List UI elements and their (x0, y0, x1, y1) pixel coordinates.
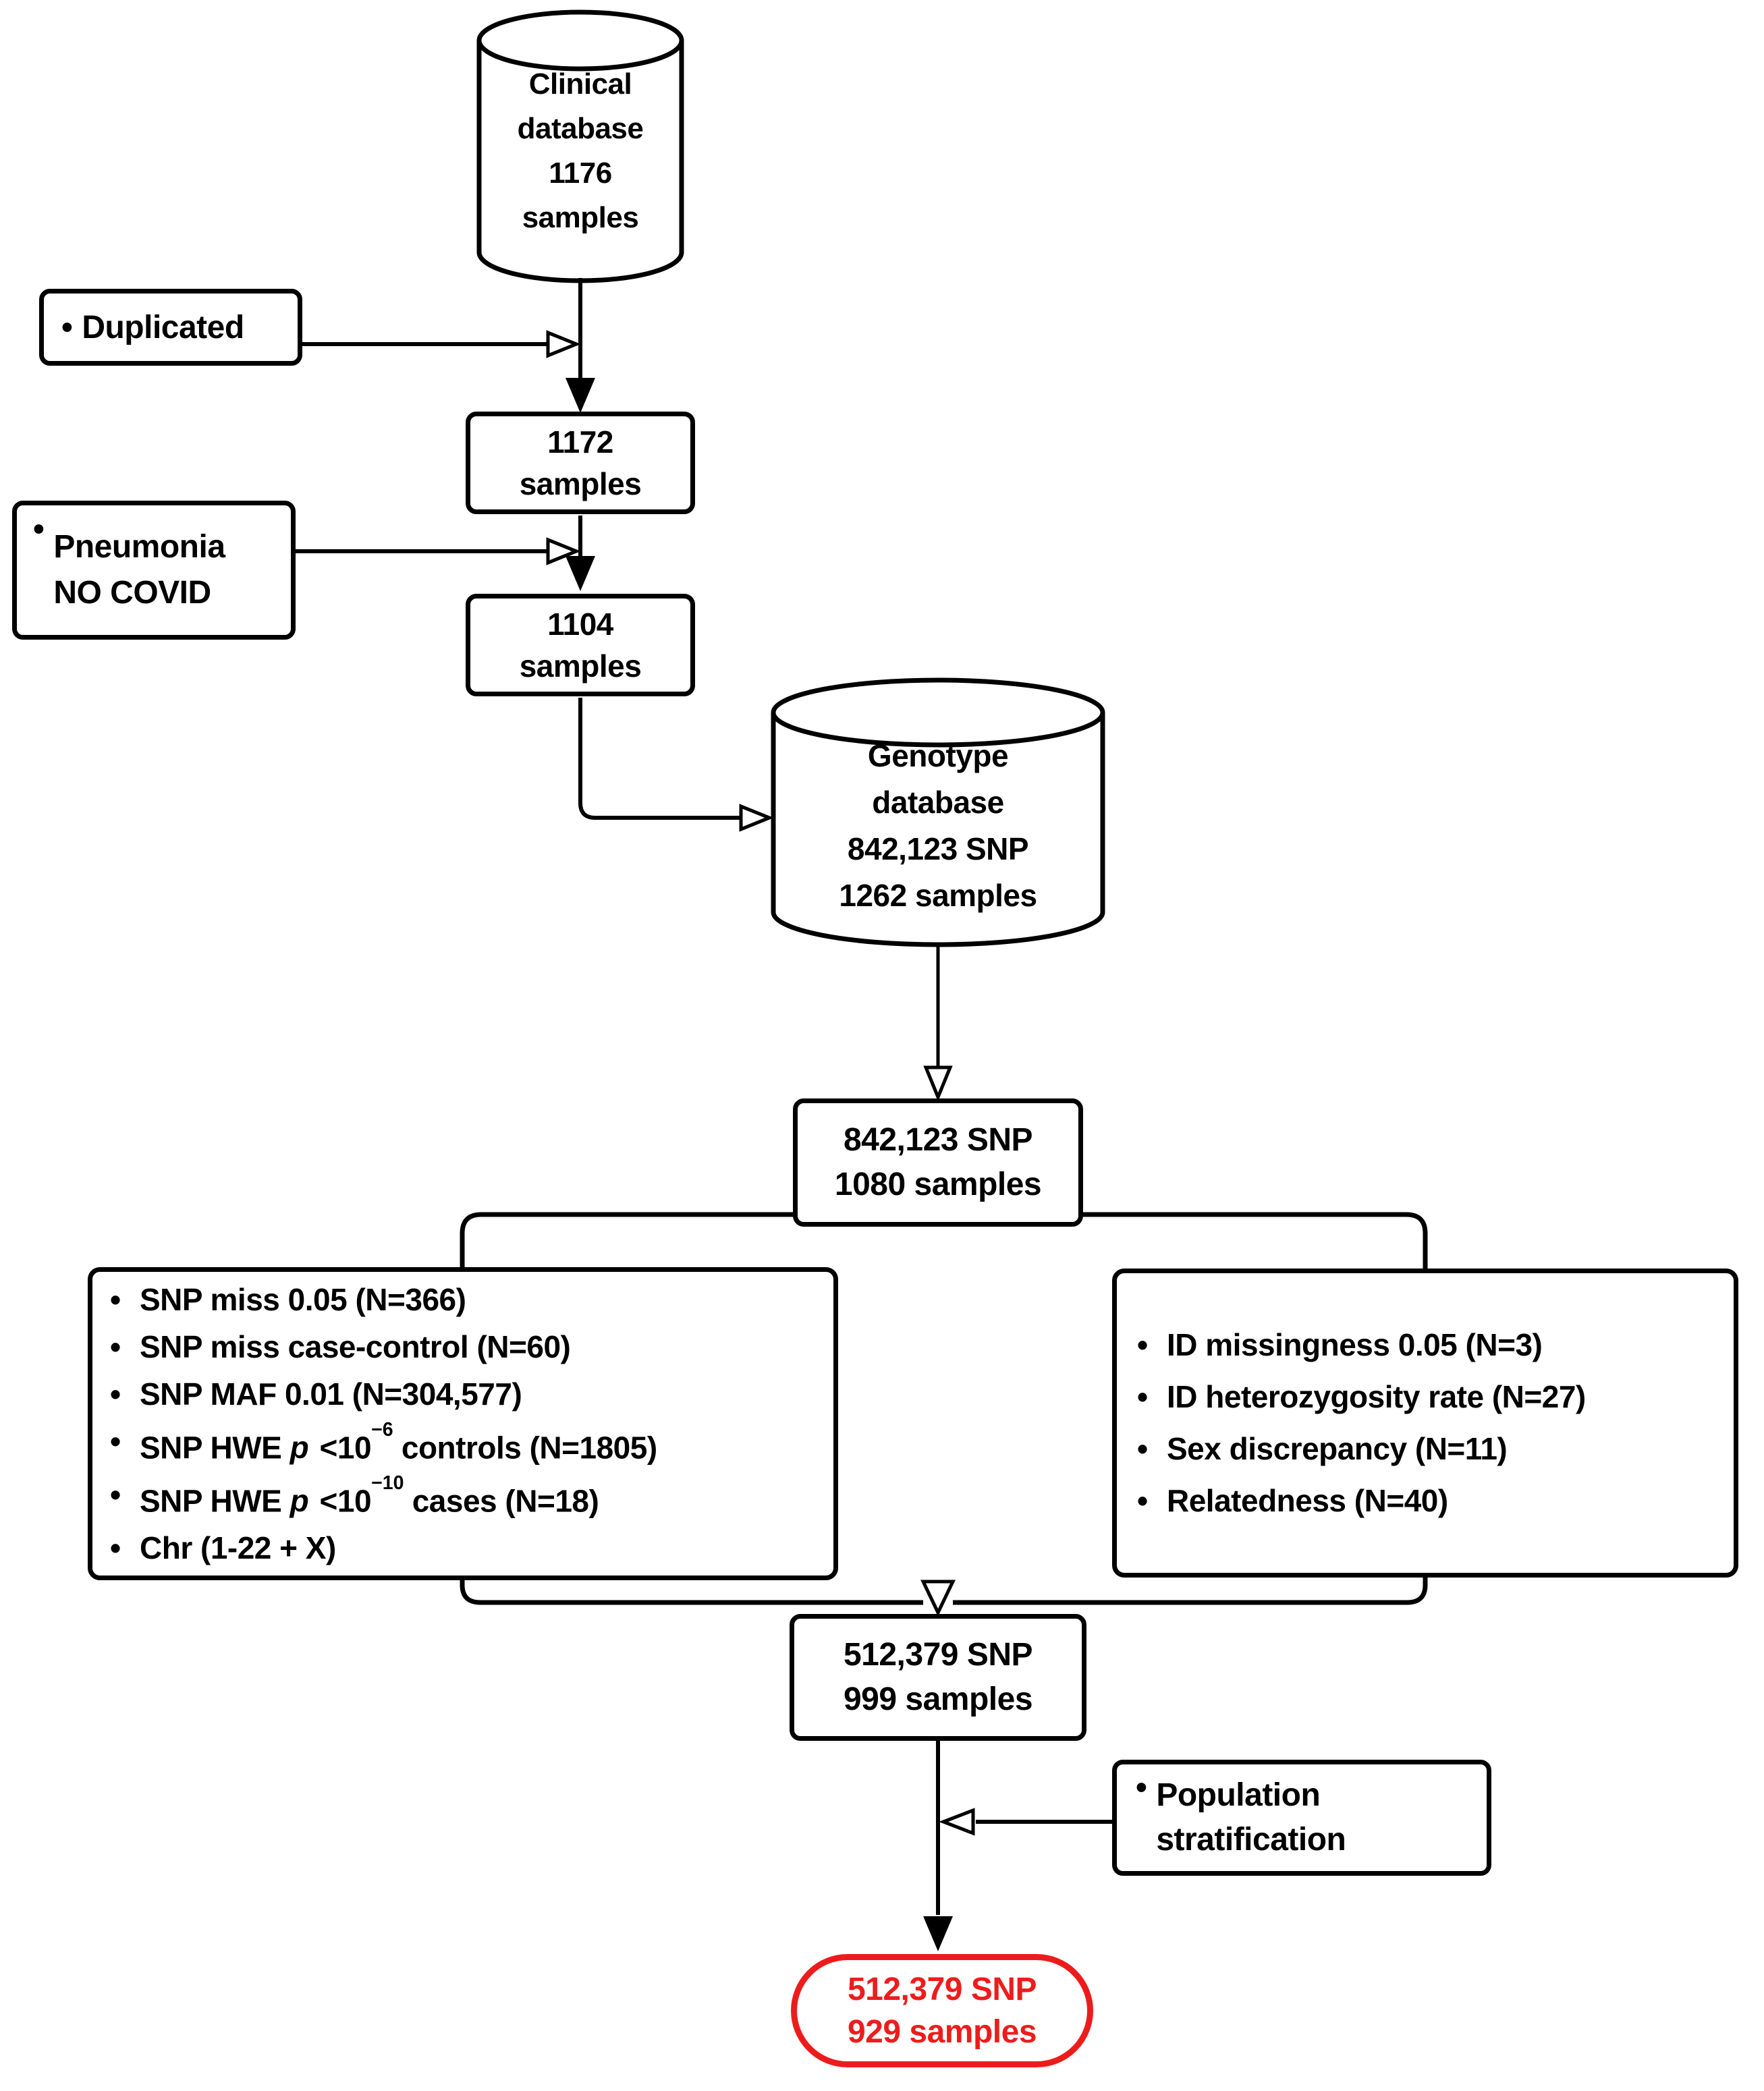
final-result-node: 512,379 SNP 929 samples (791, 1954, 1093, 2067)
bullet-icon: • (110, 1329, 121, 1364)
bullet-icon: • (110, 1477, 121, 1512)
arrowhead-open-into-999 (920, 1580, 956, 1617)
final-result-label: 512,379 SNP 929 samples (847, 1972, 1037, 2050)
bullet-icon: • (110, 1530, 121, 1566)
arrowhead-open-into-1080 (923, 1065, 953, 1102)
filter-item: •Sex discrepancy (N=11) (1137, 1423, 1713, 1475)
bullet-icon: • (110, 1281, 121, 1317)
box-1172-samples: 1172 samples (466, 412, 695, 514)
clinical-db-label: Clinical database 1176 samples (517, 67, 644, 234)
filter-item: •Chr (1-22 + X) (110, 1524, 816, 1571)
bullet-icon: • (110, 1423, 121, 1459)
bullet-icon: • (61, 309, 73, 345)
box-pneumonia-no-covid: • Pneumonia NO COVID (12, 501, 296, 640)
samples-1104-label: 1104 samples (519, 607, 642, 684)
filter-item: •SNP miss 0.05 (N=366) (110, 1276, 816, 1323)
bullet-icon: • (1137, 1483, 1148, 1518)
arrowhead-open-pneumonia (546, 537, 581, 565)
arrowhead-open-into-genotype (739, 804, 774, 832)
bullet-icon: • (1137, 1379, 1148, 1414)
snp-999-label: 512,379 SNP 999 samples (843, 1637, 1033, 1717)
box-1104-samples: 1104 samples (466, 594, 695, 696)
box-duplicated: • Duplicated (39, 289, 302, 366)
box-id-filters: •ID missingness 0.05 (N=3)•ID heterozygo… (1112, 1268, 1738, 1578)
filter-item: •ID missingness 0.05 (N=3) (1137, 1319, 1713, 1371)
pneumonia-label: Pneumonia NO COVID (53, 529, 225, 611)
filter-item: •SNP MAF 0.01 (N=304,577) (110, 1370, 816, 1418)
duplicated-label: Duplicated (82, 309, 244, 345)
bullet-icon: • (33, 511, 45, 547)
filter-item: •SNP HWE p <10−6 controls (N=1805) (110, 1418, 816, 1471)
genotype-db-label: Genotype database 842,123 SNP 1262 sampl… (839, 738, 1037, 913)
box-snp-999: 512,379 SNP 999 samples (790, 1614, 1086, 1741)
arrowhead-open-popstrat (939, 1808, 975, 1836)
arrowhead-solid-into-1172 (566, 378, 595, 413)
samples-1172-label: 1172 samples (519, 424, 642, 501)
bullet-icon: • (110, 1376, 121, 1412)
bullet-icon: • (1136, 1770, 1147, 1806)
filter-item: •Relatedness (N=40) (1137, 1475, 1713, 1527)
bullet-icon: • (1137, 1431, 1148, 1466)
filter-item: •ID heterozygosity rate (N=27) (1137, 1371, 1713, 1423)
filter-item: •SNP HWE p <10−10 cases (N=18) (110, 1471, 816, 1524)
box-population-stratification: • Population stratification (1112, 1760, 1491, 1876)
connector-1104-to-genotype (578, 698, 740, 820)
box-snp-1080: 842,123 SNP 1080 samples (793, 1098, 1083, 1227)
arrowhead-solid-into-final (923, 1916, 953, 1951)
bullet-icon: • (1137, 1327, 1148, 1362)
box-snp-filters: •SNP miss 0.05 (N=366)•SNP miss case-con… (88, 1267, 838, 1580)
arrowhead-solid-into-1104 (566, 556, 595, 591)
snp-1080-label: 842,123 SNP 1080 samples (834, 1122, 1042, 1202)
arrowhead-open-duplicated (546, 330, 581, 358)
population-stratification-label: Population stratification (1156, 1777, 1346, 1858)
genotype-db-cylinder (771, 677, 1105, 947)
filter-item: •SNP miss case-control (N=60) (110, 1323, 816, 1370)
